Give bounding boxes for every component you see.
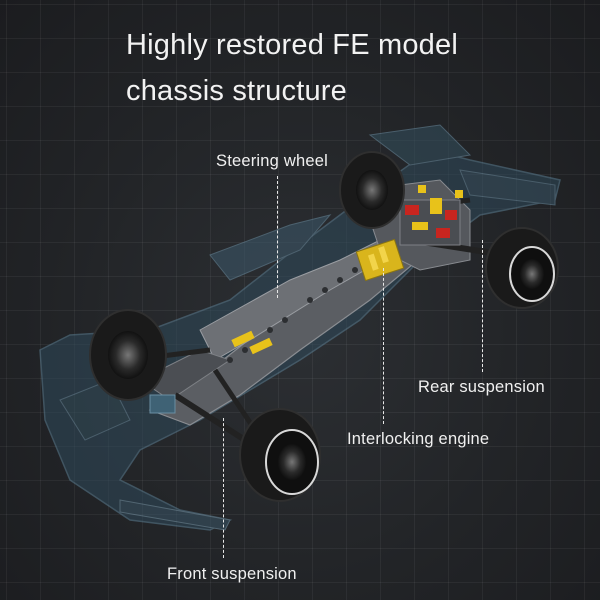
callout-steering-wheel: Steering wheel [216, 152, 328, 170]
leader-line-steering-wheel [277, 176, 278, 298]
callout-rear-suspension: Rear suspension [418, 378, 545, 396]
headline-line-1: Highly restored FE model [126, 29, 458, 61]
headline: Highly restored FE model chassis structu… [126, 22, 458, 114]
headline-line-2: chassis structure [126, 75, 347, 107]
rear-gearbox [399, 185, 463, 246]
leader-line-front-suspension [223, 418, 224, 558]
callout-interlocking-engine: Interlocking engine [347, 430, 490, 448]
wheel-rear-right [485, 227, 559, 309]
callout-front-suspension: Front suspension [167, 565, 297, 583]
wheel-front-left [89, 309, 167, 401]
front-steering-parts [149, 330, 273, 414]
engine-block [355, 238, 405, 282]
leader-line-rear-suspension [482, 240, 483, 372]
leader-line-interlocking-engine [383, 268, 384, 424]
wheel-front-right [239, 408, 321, 502]
wheel-rear-left [339, 151, 405, 229]
